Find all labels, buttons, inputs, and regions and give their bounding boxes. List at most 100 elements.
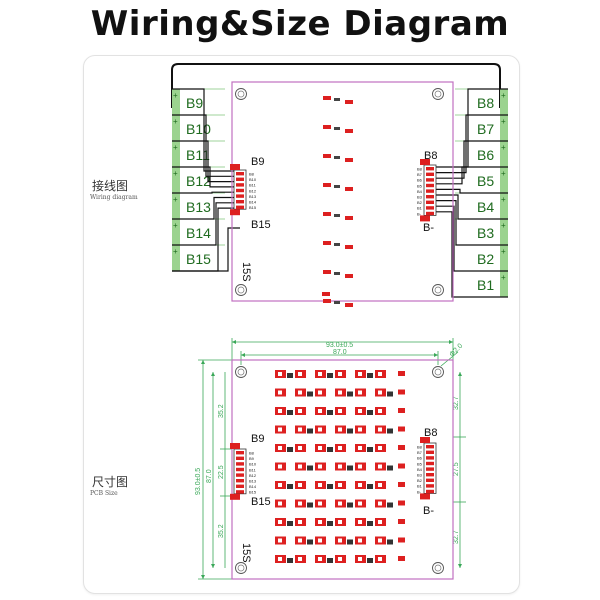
page-title: Wiring&Size Diagram xyxy=(90,4,510,44)
size-left-connector-bottom-label: B15 xyxy=(251,496,271,508)
balance-wire xyxy=(436,140,508,179)
smd-block-pad xyxy=(358,538,362,543)
dim-left-bot: 35.2 xyxy=(218,524,225,538)
dimension-arrow xyxy=(449,340,453,344)
balance-wire xyxy=(172,191,244,194)
ic-chip xyxy=(387,502,393,508)
ic-chip xyxy=(307,465,313,471)
connector-pin-label: B7 xyxy=(417,450,423,455)
cell-block xyxy=(180,141,225,166)
connector-pin-label: B13 xyxy=(249,479,257,484)
connector-pin xyxy=(236,473,244,477)
cell-label: B14 xyxy=(186,225,211,241)
balance-wire xyxy=(436,114,508,174)
smd-block xyxy=(398,556,405,561)
smd-block-pad xyxy=(338,390,342,395)
smd-block-pad xyxy=(378,464,382,469)
smd-block-pad xyxy=(298,390,302,395)
smd-block-pad xyxy=(338,483,342,487)
ic-chip xyxy=(327,410,333,415)
cell-plus-sign: + xyxy=(173,117,178,126)
dim-left-mid: 22.5 xyxy=(218,465,225,479)
connector-pin xyxy=(426,450,434,454)
wiring-label-en: Wiring diagram xyxy=(90,194,138,201)
ic-chip xyxy=(347,391,353,397)
ic-chip xyxy=(327,484,333,489)
mounting-hole-inner xyxy=(237,286,245,294)
smd-block-pad xyxy=(378,390,382,395)
smd-block-pad xyxy=(358,446,362,450)
cell-plus-sign: + xyxy=(173,221,178,230)
left-connector-top-label: B9 xyxy=(251,156,264,168)
mounting-hole xyxy=(235,366,247,378)
smd-block-pad xyxy=(358,483,362,487)
smd-block-pad xyxy=(298,483,302,487)
smd-part xyxy=(345,187,353,191)
smd-block xyxy=(398,500,405,506)
dim-outer-width: 93.0±0.5 xyxy=(326,342,353,349)
ic-chip xyxy=(307,428,313,434)
smd-part xyxy=(323,299,331,303)
connector-tab xyxy=(420,159,430,165)
ic-chip xyxy=(367,558,373,563)
connector-pin-label: B12 xyxy=(249,188,257,193)
cell-plus-sign: + xyxy=(501,273,506,282)
mounting-hole xyxy=(235,562,247,574)
ic-chip xyxy=(287,447,293,452)
cell-label: B9 xyxy=(186,95,203,111)
connector-pin-label: B3 xyxy=(417,195,423,200)
smd-part xyxy=(345,245,353,249)
cell-plus-sign: + xyxy=(173,195,178,204)
ic-chip xyxy=(347,502,353,508)
size-series-mark: 15S xyxy=(240,543,252,563)
connector-pin-label: B7 xyxy=(417,172,423,177)
connector-tab xyxy=(230,164,240,170)
ic-chip xyxy=(367,410,373,415)
connector-pin xyxy=(236,479,244,483)
cell-label: B5 xyxy=(477,173,494,189)
smd-block xyxy=(398,482,405,487)
balance-wire xyxy=(172,202,244,246)
smd-part xyxy=(334,243,340,246)
ic-chip xyxy=(307,502,313,508)
smd-block-pad xyxy=(358,372,362,376)
smd-block-pad xyxy=(318,464,322,469)
connector-pin xyxy=(236,451,244,455)
ic-chip xyxy=(327,558,333,563)
mounting-hole xyxy=(235,88,247,100)
smd-block-pad xyxy=(278,409,282,413)
ic-chip xyxy=(367,447,373,452)
smd-block-pad xyxy=(338,372,342,376)
connector-pin xyxy=(426,189,434,193)
smd-block-pad xyxy=(278,538,282,543)
connector-pin xyxy=(236,484,244,488)
smd-block-pad xyxy=(358,409,362,413)
connector-pin-label: B2 xyxy=(417,478,423,483)
pcb-board-outline xyxy=(231,81,454,302)
smd-block-pad xyxy=(338,557,342,561)
size-right-connector-top-label: B8 xyxy=(424,427,437,439)
mounting-hole-inner xyxy=(434,90,442,98)
connector-pin-label: B14 xyxy=(249,200,257,205)
connector-pin xyxy=(236,188,244,193)
cell-label: B10 xyxy=(186,121,211,137)
smd-block-pad xyxy=(378,427,382,432)
connector-pin xyxy=(426,467,434,471)
smd-block xyxy=(398,371,405,376)
mounting-hole xyxy=(432,284,444,296)
smd-block-pad xyxy=(278,520,282,524)
smd-part xyxy=(323,183,331,187)
smd-block-pad xyxy=(298,446,302,450)
cell-label: B2 xyxy=(477,251,494,267)
cell-label: B7 xyxy=(477,121,494,137)
smd-part xyxy=(323,212,331,216)
size-right-connector-bottom-label: B- xyxy=(423,505,434,517)
connector-pin xyxy=(426,172,434,176)
connector-pin xyxy=(236,490,244,494)
smd-block-pad xyxy=(318,483,322,487)
ic-chip xyxy=(367,521,373,526)
smd-block-pad xyxy=(378,501,382,506)
balance-wire xyxy=(436,211,508,298)
